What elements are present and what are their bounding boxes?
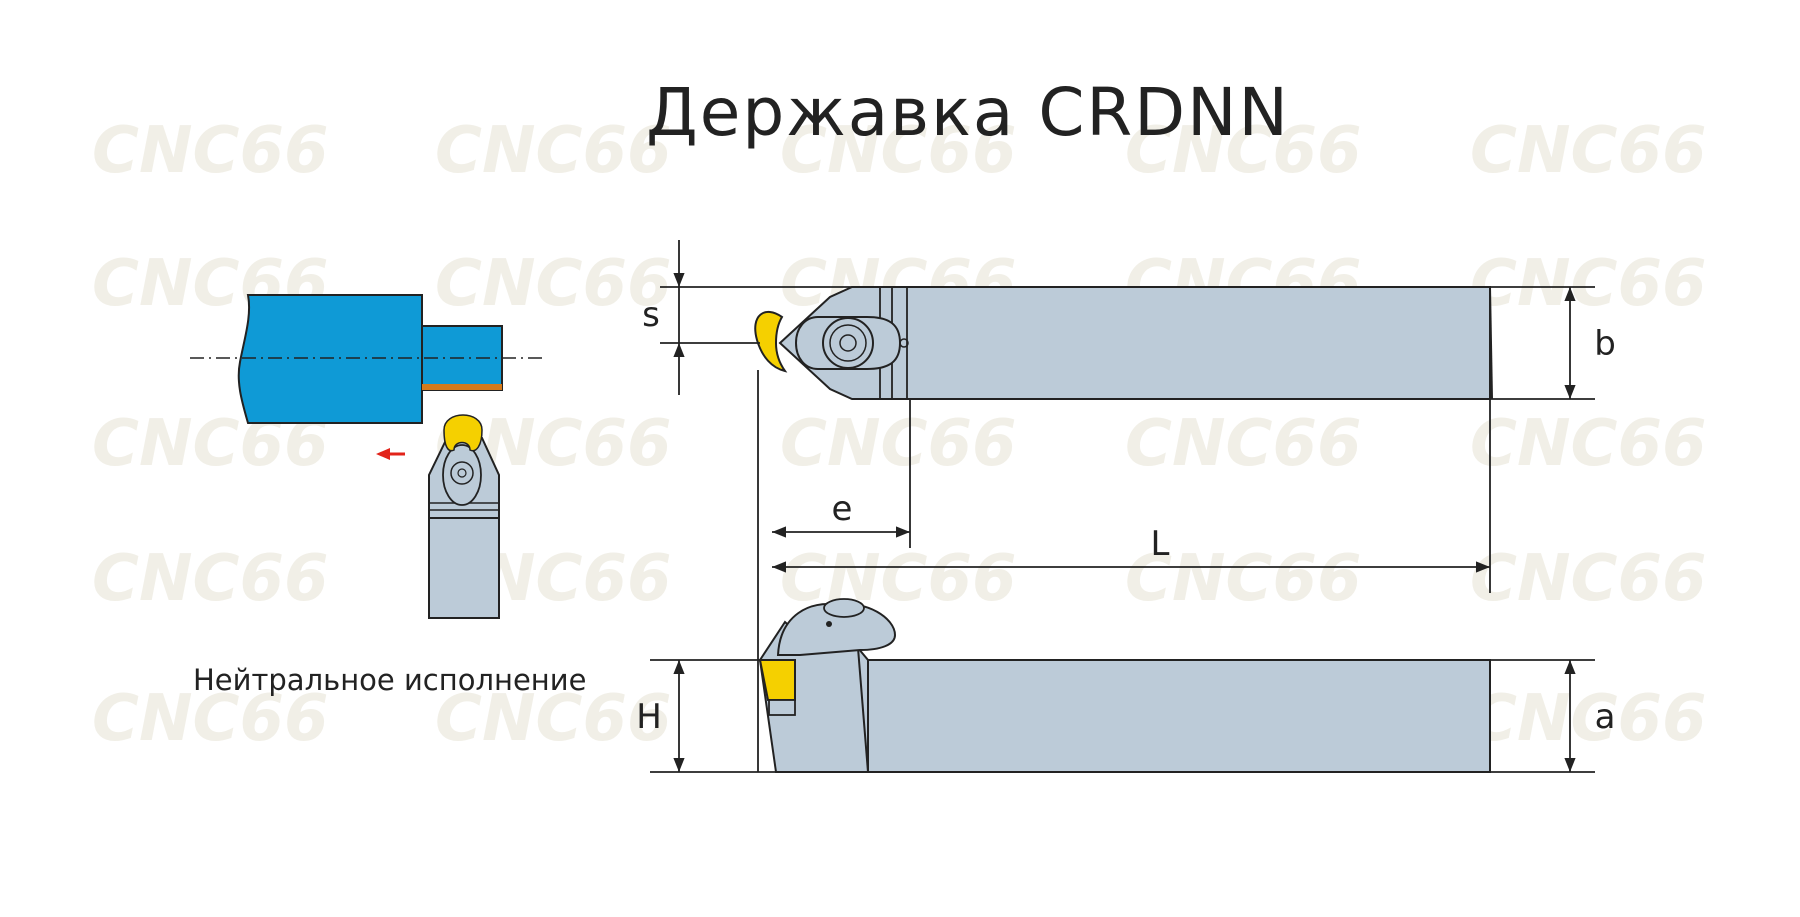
shim [768,699,796,716]
watermark: CNC66 [1470,247,1707,321]
dimension-lines [650,240,1595,773]
dim-label-a: a [1595,697,1616,737]
watermark: CNC66 [1470,542,1707,616]
arrow-left-icon [376,448,405,460]
watermark: CNC66 [1470,407,1707,481]
watermark: CNC66 [1470,682,1707,756]
dim-label-b: b [1594,324,1616,364]
dim-label-s: s [642,295,660,335]
workpiece [237,294,423,424]
dim-label-e: e [832,489,853,529]
clamp-screw [822,317,874,369]
shank [867,659,1491,773]
watermark: CNC66 [435,682,672,756]
watermark: CNC66 [92,542,329,616]
watermark: CNC66 [92,114,329,188]
watermark: CNC66 [780,114,1017,188]
watermark: CNC66 [435,114,672,188]
clamp-side [776,603,897,656]
watermark: CNC66 [1125,542,1362,616]
clamp-top [794,316,902,370]
mini-insert [443,414,483,452]
watermark: CNC66 [780,407,1017,481]
watermark: CNC66 [1125,407,1362,481]
watermark: CNC66 [1125,114,1362,188]
mini-holder [428,414,500,619]
watermark: CNC66 [435,247,672,321]
execution-caption: Нейтральное исполнение [193,663,586,697]
machining-scheme: Нейтральное исполнение [190,294,586,697]
page-title: Державка CRDNN [646,74,1290,151]
holder-side-view [758,598,1491,773]
watermark: CNC66 [1470,114,1707,188]
dim-label-H: H [636,697,662,737]
watermark: CNC66 [92,682,329,756]
holder-top-view [754,286,1493,400]
round-insert [754,311,788,373]
dim-label-L: L [1151,524,1170,564]
chip-layer [422,384,502,390]
